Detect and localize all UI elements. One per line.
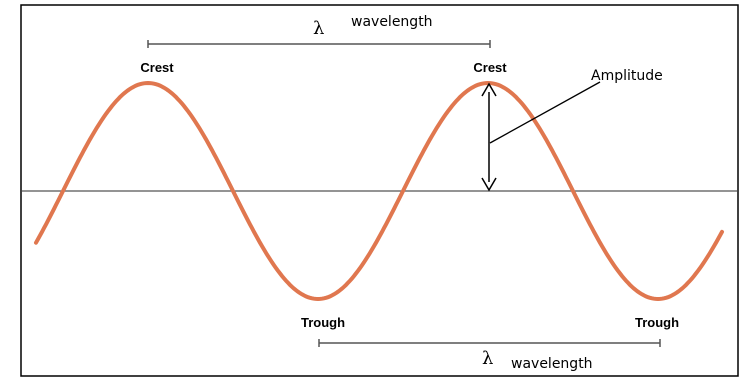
wavelength-label-top: wavelength (351, 14, 433, 30)
crest-label-left: Crest (140, 60, 174, 75)
diagram-frame (20, 4, 739, 377)
crest-label-right: Crest (473, 60, 507, 75)
amplitude-label: Amplitude (591, 68, 663, 84)
trough-label-left: Trough (301, 315, 345, 330)
lambda-symbol-top: λ (313, 18, 324, 39)
lambda-symbol-bottom: λ (482, 348, 493, 369)
amplitude-arrow-head-top (481, 82, 497, 97)
amplitude-leader-line (489, 81, 601, 144)
wave-curve (34, 80, 724, 302)
trough-label-right: Trough (635, 315, 679, 330)
amplitude-arrow-head-bottom (481, 177, 497, 192)
wavelength-label-bottom: wavelength (511, 356, 593, 372)
